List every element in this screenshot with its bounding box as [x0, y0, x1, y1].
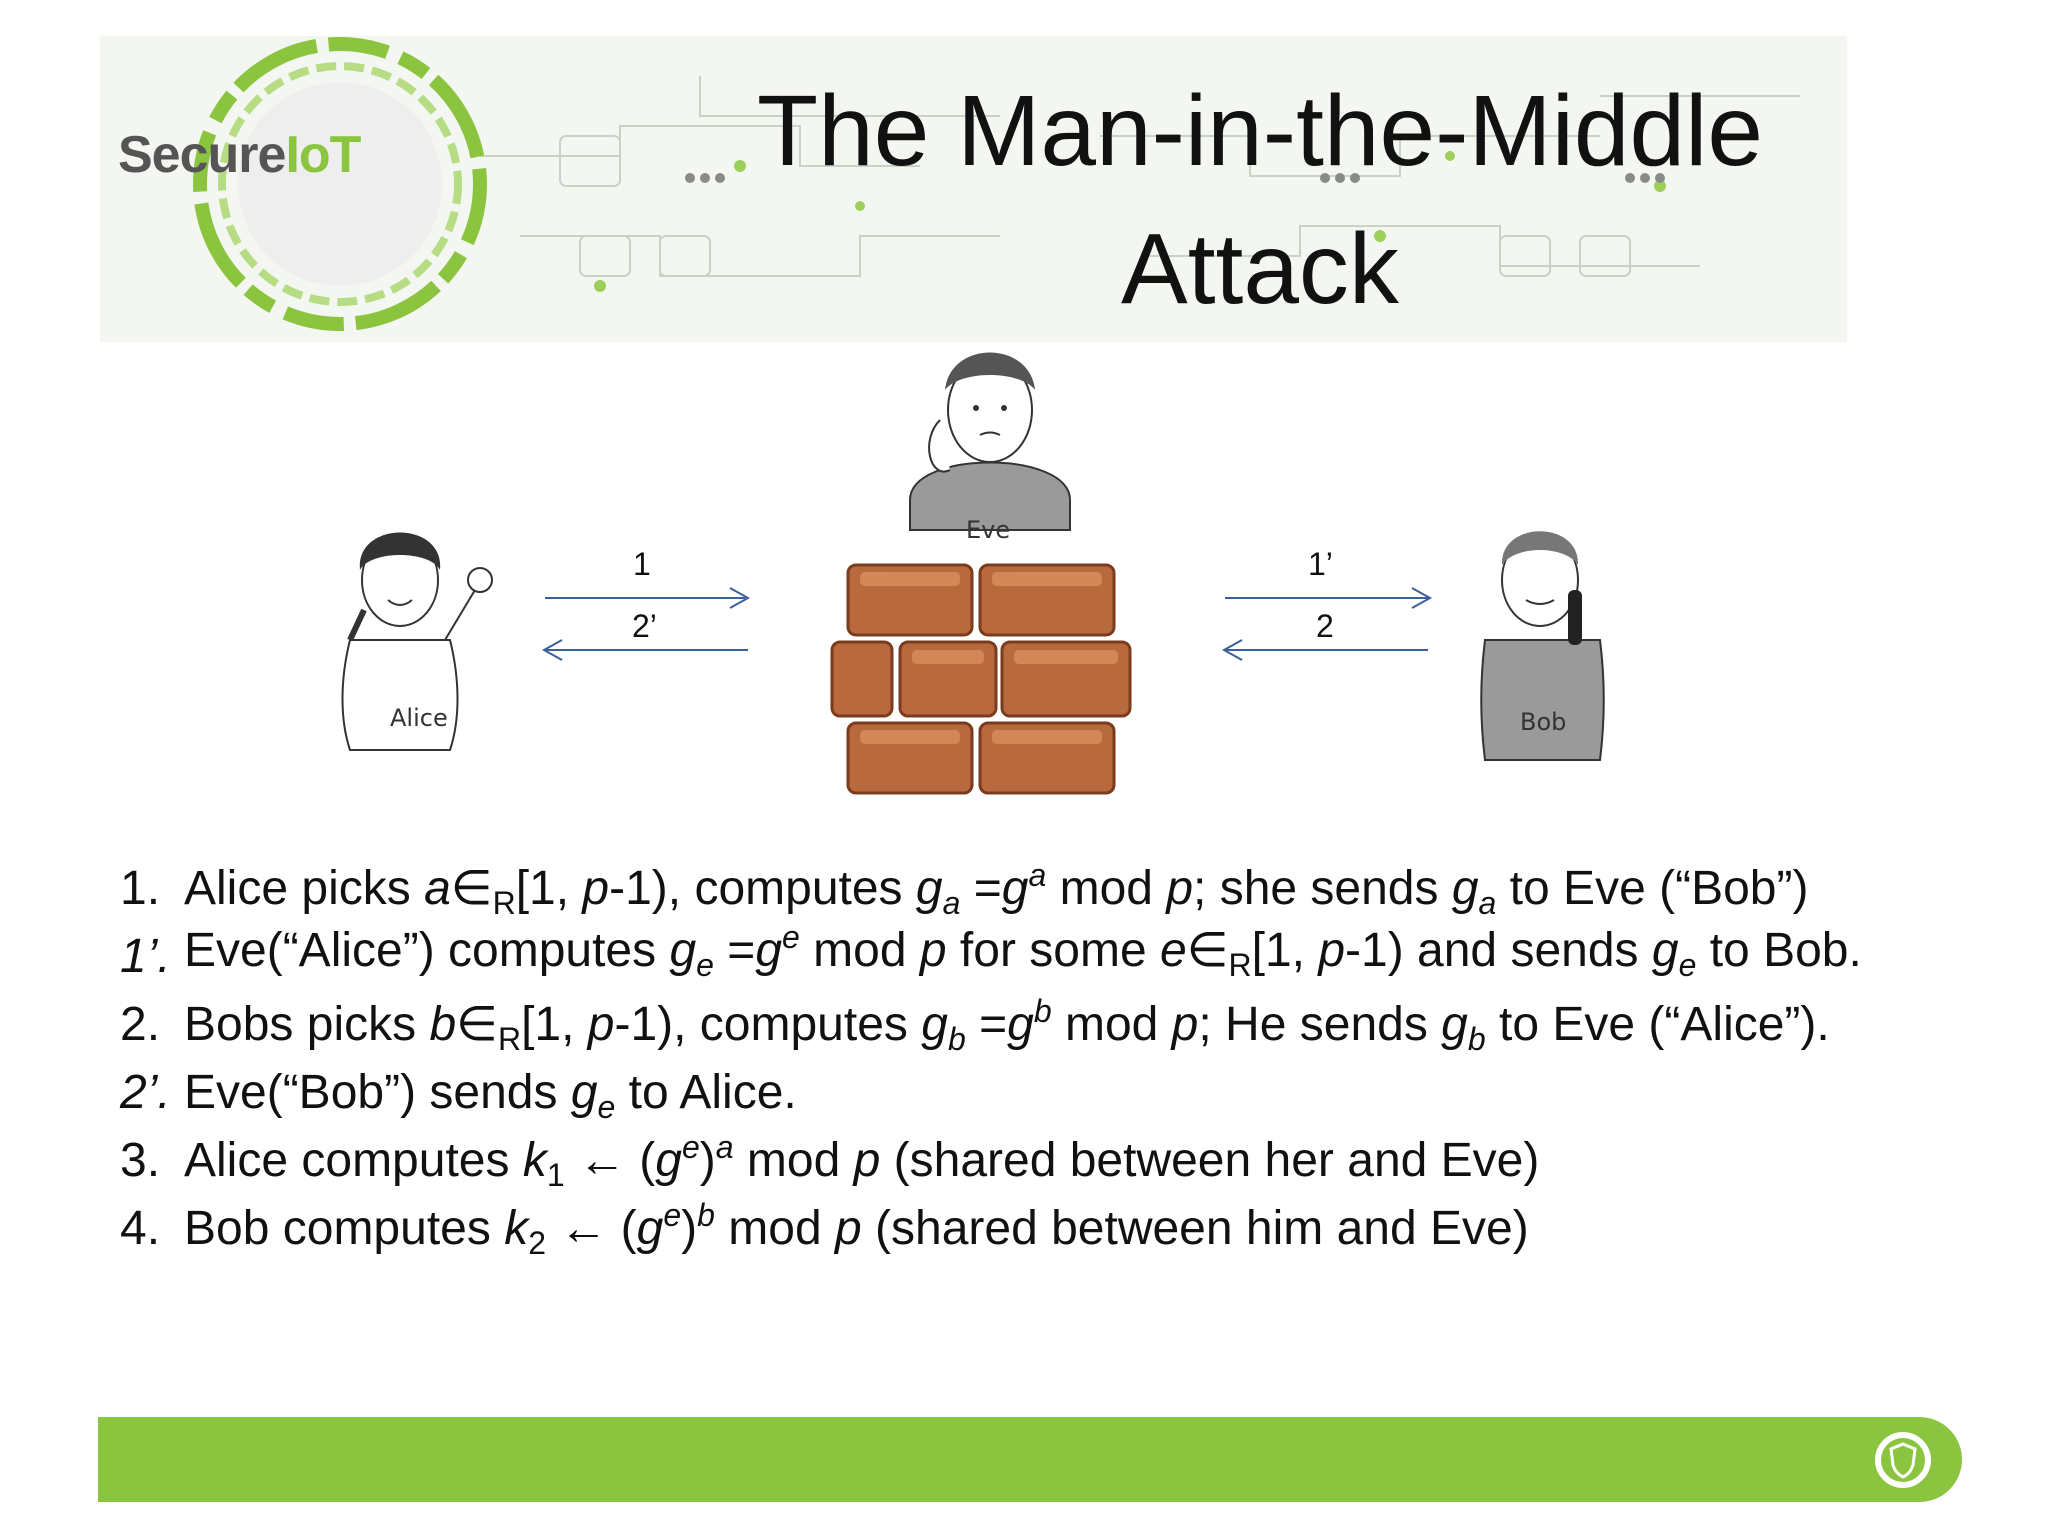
step-number: 4. — [120, 1202, 161, 1255]
arrow-wall-to-bob — [1225, 587, 1433, 609]
step-number: 2. — [120, 998, 161, 1051]
arrow-label-left-top: 1 — [633, 546, 651, 582]
step-text: Bob computes k2 ← (ge)b mod p (shared be… — [184, 1197, 1529, 1261]
brick-wall-icon — [830, 563, 1132, 795]
alice-label: Alice — [390, 704, 448, 732]
arrow-alice-to-wall — [545, 587, 751, 609]
step-item: 2. Bobs picks b∈R[1, p-1), computes gb =… — [120, 991, 1940, 1059]
logo: SecureIoT — [118, 126, 361, 184]
step-number: 2’. — [120, 1066, 171, 1119]
header-banner — [100, 36, 1847, 342]
alice-figure-icon — [341, 532, 493, 751]
footer-bar — [98, 1417, 1962, 1502]
circuit-background — [193, 37, 1800, 331]
step-text: Alice picks a∈R[1, p-1), computes ga =ga… — [184, 857, 1809, 921]
eve-figure-icon — [909, 352, 1071, 531]
step-number: 3. — [120, 1134, 161, 1187]
attack-steps-list: 1. Alice picks a∈R[1, p-1), computes ga … — [120, 855, 1940, 1263]
step-text: Alice computes k1 ← (ge)a mod p (shared … — [184, 1129, 1540, 1193]
eve-label: Eve — [966, 516, 1011, 544]
slide-title: The Man-in-the-Middle Attack — [757, 75, 1763, 325]
step-item: 1’. Eve(“Alice”) computes ge =ge mod p f… — [120, 919, 1940, 991]
arrow-label-right-bottom: 2 — [1316, 608, 1334, 644]
arrow-label-right-top: 1’ — [1308, 546, 1333, 582]
step-number: 1. — [120, 862, 161, 915]
step-text: Eve(“Alice”) computes ge =ge mod p for s… — [184, 919, 1862, 983]
step-item: 4. Bob computes k2 ← (ge)b mod p (shared… — [120, 1195, 1940, 1263]
arrow-label-left-bottom: 2’ — [632, 608, 657, 644]
arrow-bob-to-wall — [1221, 639, 1428, 661]
step-text: Bobs picks b∈R[1, p-1), computes gb =gb … — [184, 993, 1830, 1057]
bob-figure-icon — [1480, 531, 1605, 761]
shield-logo-icon — [1875, 1432, 1931, 1488]
step-item: 3. Alice computes k1 ← (ge)a mod p (shar… — [120, 1127, 1940, 1195]
mitm-diagram — [341, 352, 1605, 795]
step-item: 2’. Eve(“Bob”) sends ge to Alice. — [120, 1059, 1940, 1127]
step-item: 1. Alice picks a∈R[1, p-1), computes ga … — [120, 855, 1940, 923]
step-text: Eve(“Bob”) sends ge to Alice. — [184, 1066, 797, 1125]
bob-label: Bob — [1520, 708, 1567, 736]
step-number: 1’. — [120, 930, 171, 983]
arrow-wall-to-alice — [541, 639, 748, 661]
